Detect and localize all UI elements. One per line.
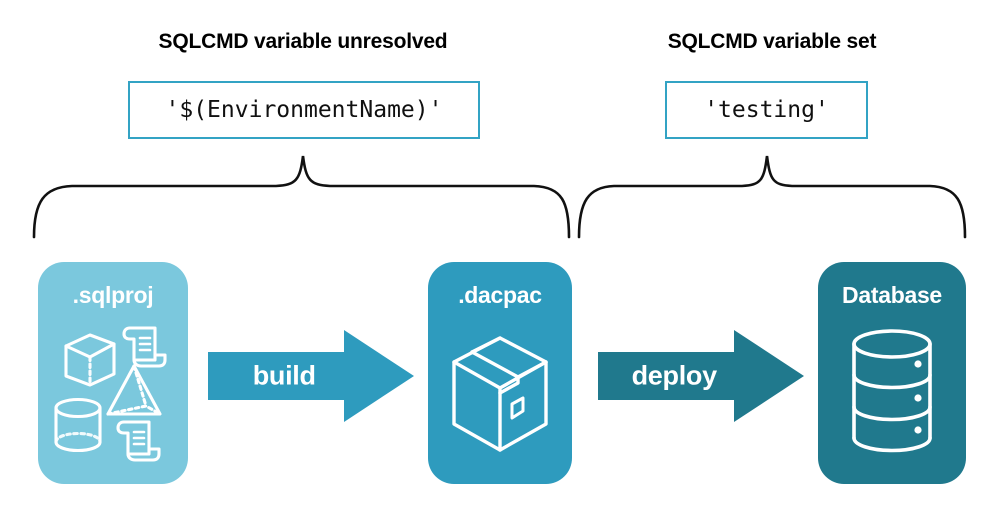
arrow-shape-build [208, 330, 414, 422]
stage-label-dacpac: .dacpac [458, 282, 542, 308]
package-box-icon [452, 336, 548, 452]
scroll-icon-top [122, 326, 167, 368]
arrow-build: build [208, 330, 414, 422]
stage-label-sqlproj: .sqlproj [72, 282, 154, 308]
stage-sqlproj: .sqlproj [38, 262, 188, 484]
curly-brace-left [32, 155, 571, 239]
code-value-text-unresolved: '$(EnvironmentName)' [165, 97, 443, 123]
curly-brace-right [577, 155, 967, 239]
code-value-text-set: 'testing' [704, 97, 829, 123]
group-caption-unresolved: SQLCMD variable unresolved [158, 30, 448, 53]
project-shapes-icon [54, 326, 167, 462]
stage-label-database: Database [842, 282, 942, 308]
brace-group [32, 155, 967, 239]
code-value-box-unresolved: '$(EnvironmentName)' [128, 81, 480, 139]
group-caption-set: SQLCMD variable set [667, 30, 877, 53]
stage-dacpac: .dacpac [428, 262, 572, 484]
code-value-box-set: 'testing' [665, 81, 868, 139]
arrow-shape-deploy [598, 330, 804, 422]
database-cylinder-icon [852, 329, 932, 453]
stage-database: Database [818, 262, 966, 484]
arrow-deploy: deploy [598, 330, 804, 422]
scroll-icon-bottom [116, 420, 161, 462]
